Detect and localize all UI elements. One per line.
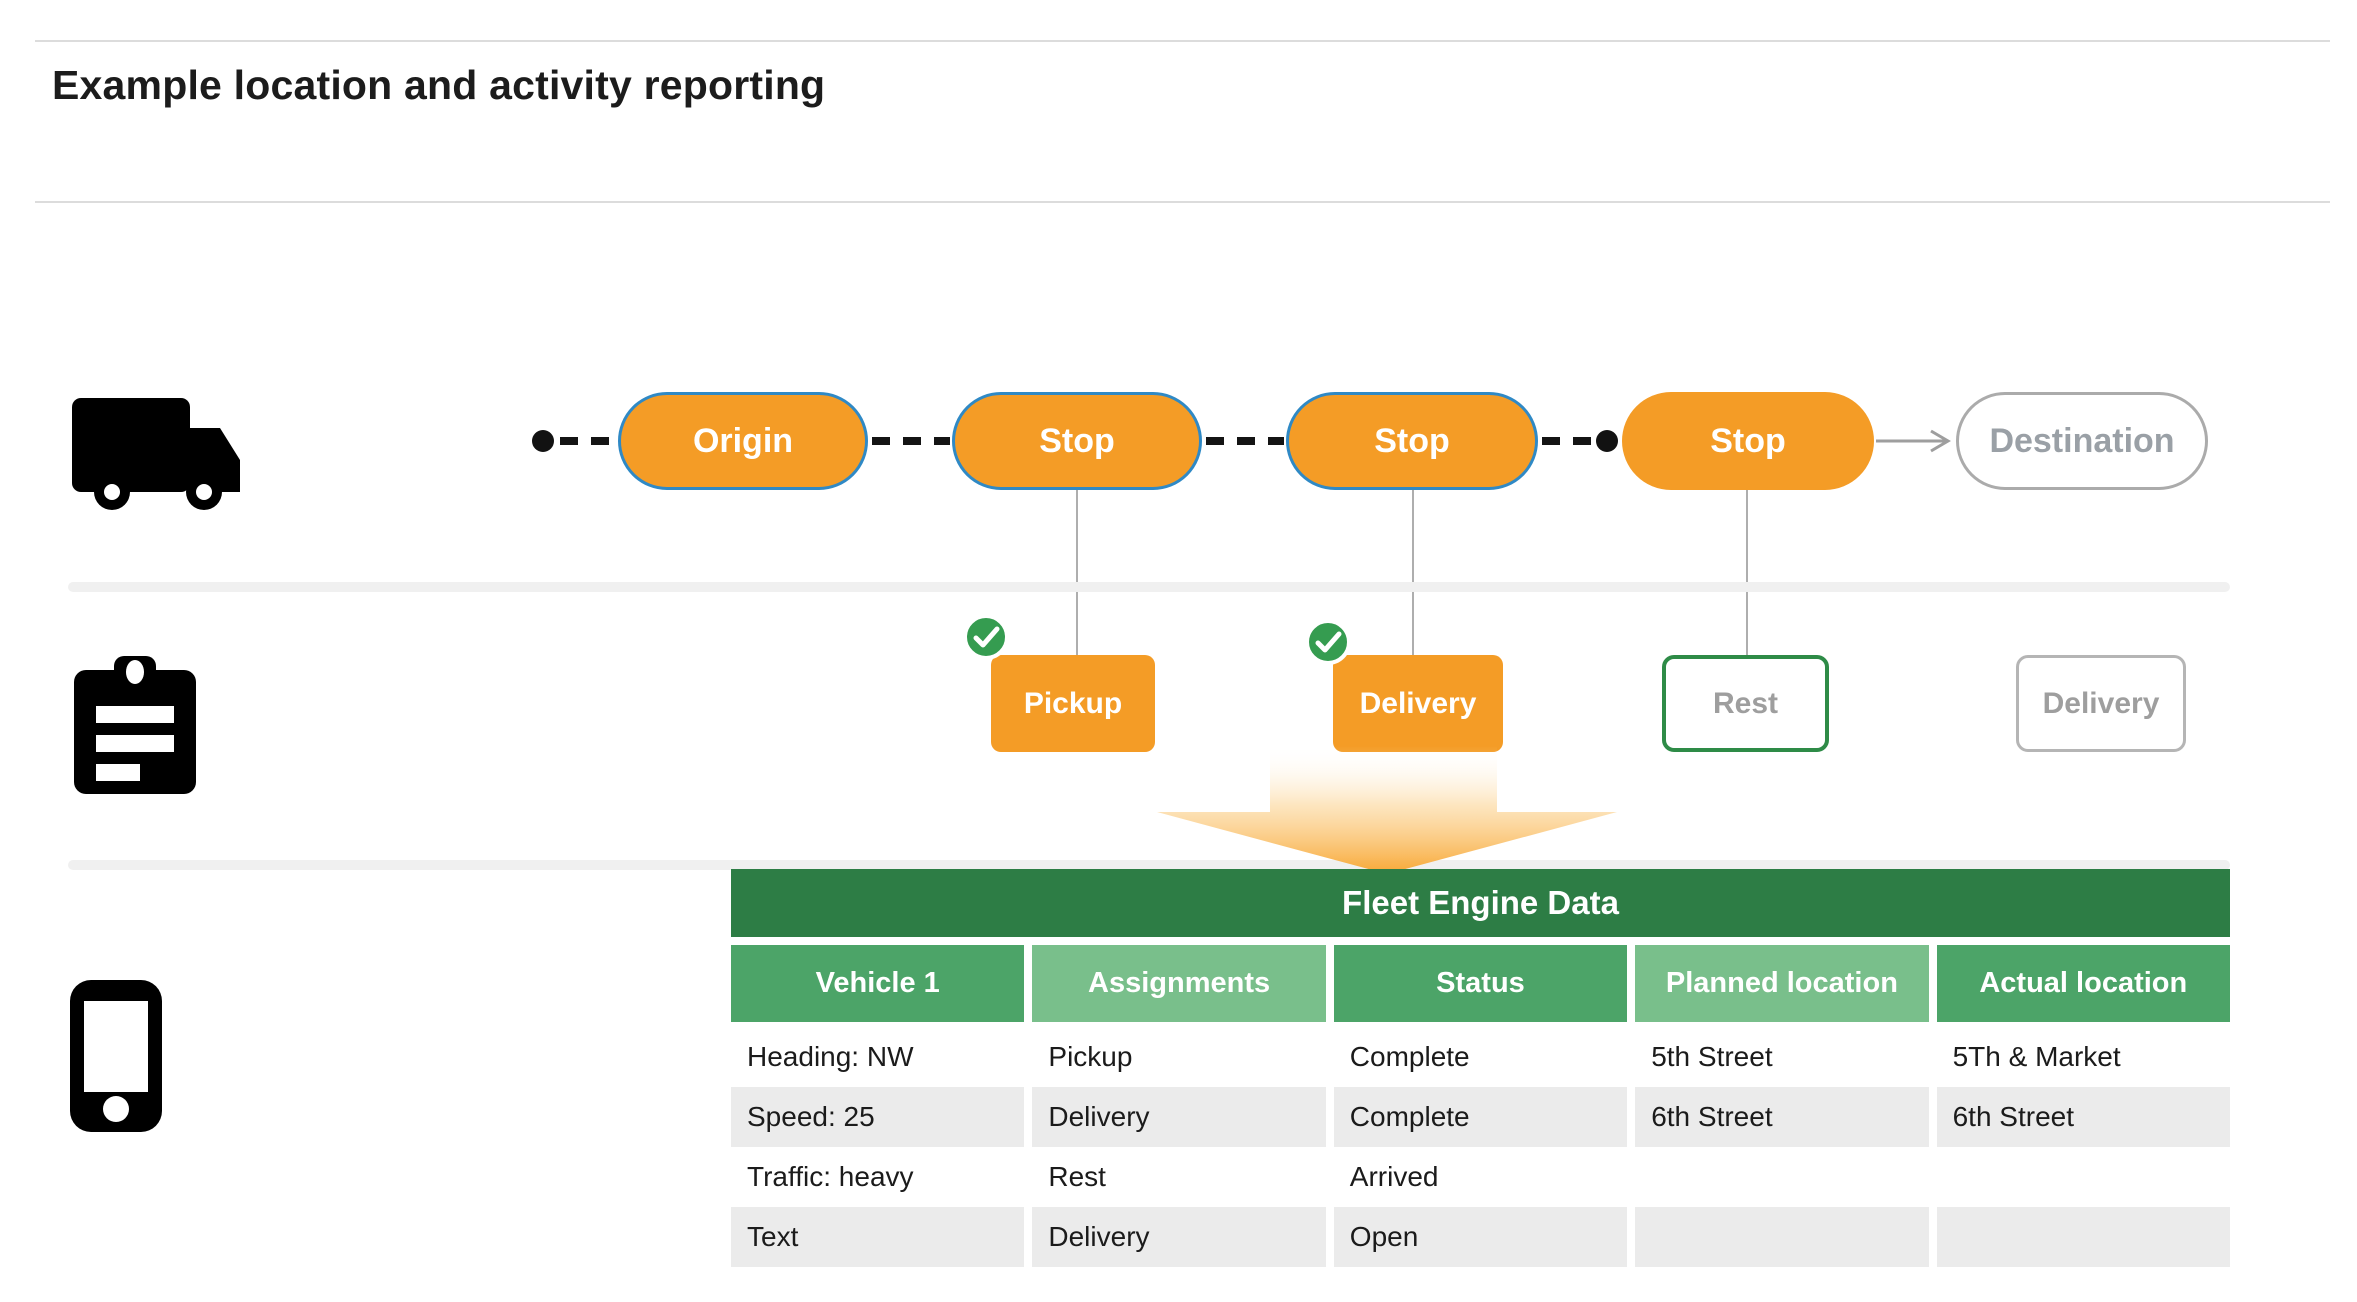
stop-pill-2: Stop xyxy=(1286,392,1538,490)
table-cell: Complete xyxy=(1333,1087,1628,1147)
connector-line xyxy=(1412,490,1414,655)
check-circle-icon xyxy=(1305,619,1351,665)
table-cell: Complete xyxy=(1349,1041,1470,1072)
table-cell: 5Th & Market xyxy=(1952,1041,2121,1072)
column-header-status: Status xyxy=(1333,945,1628,1022)
delivery-label: Delivery xyxy=(1359,686,1477,720)
table-cell: Heading: NW xyxy=(747,1041,914,1072)
pickup-label: Pickup xyxy=(1023,686,1123,720)
delivery-box: Delivery xyxy=(1333,655,1503,752)
stop-label: Stop xyxy=(1374,421,1450,460)
destination-label: Destination xyxy=(1989,421,2175,460)
table-title: Fleet Engine Data xyxy=(1342,884,1619,921)
clipboard-icon xyxy=(74,656,196,794)
top-rule xyxy=(35,40,2330,42)
table-cell: 6th Street xyxy=(1635,1087,1929,1147)
table-cell xyxy=(1635,1207,1929,1267)
route-dash-segment xyxy=(1542,437,1594,445)
stop-pill-3: Stop xyxy=(1622,392,1874,490)
future-delivery-box: Delivery xyxy=(2016,655,2186,752)
route-dash-segment xyxy=(1206,437,1284,445)
table-row: Traffic: heavy Rest Arrived xyxy=(731,1147,2230,1207)
stop-label: Stop xyxy=(1039,421,1115,460)
table-cell: 5th Street xyxy=(1651,1041,1773,1072)
column-header-actual-location: Actual location xyxy=(1936,945,2230,1022)
table-body: Heading: NW Pickup Complete 5th Street 5… xyxy=(731,1027,2230,1267)
check-circle-icon xyxy=(963,614,1009,660)
route-progress-dot xyxy=(1596,430,1618,452)
table-cell: Rest xyxy=(1048,1161,1106,1192)
stop-pill-1: Stop xyxy=(952,392,1202,490)
table-cell xyxy=(1936,1207,2230,1267)
table-cell: Speed: 25 xyxy=(731,1087,1025,1147)
table-header-row: Vehicle 1 Assignments Status Planned loc… xyxy=(731,945,2230,1022)
rest-label: Rest xyxy=(1712,686,1779,720)
table-row: Heading: NW Pickup Complete 5th Street 5… xyxy=(731,1027,2230,1087)
table-cell: Delivery xyxy=(1032,1207,1326,1267)
rest-box: Rest xyxy=(1662,655,1829,752)
route-dash-segment xyxy=(560,437,616,445)
table-title-bar: Fleet Engine Data xyxy=(731,869,2230,937)
column-header-planned-location: Planned location xyxy=(1635,945,1929,1022)
origin-pill: Origin xyxy=(618,392,868,490)
section-divider xyxy=(68,860,2230,870)
table-cell: 6th Street xyxy=(1936,1087,2230,1147)
column-header-vehicle: Vehicle 1 xyxy=(731,945,1025,1022)
truck-icon xyxy=(72,398,240,510)
table-cell: Text xyxy=(731,1207,1025,1267)
column-header-assignments: Assignments xyxy=(1032,945,1326,1022)
connector-line xyxy=(1746,490,1748,655)
table-cell: Open xyxy=(1333,1207,1628,1267)
origin-label: Origin xyxy=(692,421,794,460)
table-row: Speed: 25 Delivery Complete 6th Street 6… xyxy=(731,1087,2230,1147)
phone-icon xyxy=(70,980,162,1132)
future-delivery-label: Delivery xyxy=(2042,686,2160,720)
table-cell xyxy=(1635,1147,1928,1207)
stop-label: Stop xyxy=(1710,421,1786,460)
table-cell: Delivery xyxy=(1032,1087,1326,1147)
route-start-dot xyxy=(532,430,554,452)
connector-line xyxy=(1076,490,1078,655)
table-cell: Arrived xyxy=(1349,1161,1439,1192)
pickup-box: Pickup xyxy=(991,655,1155,752)
section-divider xyxy=(68,582,2230,592)
header-rule xyxy=(35,201,2330,203)
table-cell: Traffic: heavy xyxy=(747,1161,914,1192)
destination-pill: Destination xyxy=(1956,392,2208,490)
page-title: Example location and activity reporting xyxy=(52,62,826,108)
arrow-to-destination-icon xyxy=(1876,429,1951,453)
table-row: Text Delivery Open xyxy=(731,1207,2230,1267)
route-dash-segment xyxy=(872,437,950,445)
table-cell: Pickup xyxy=(1048,1041,1133,1072)
table-cell xyxy=(1937,1147,2230,1207)
down-arrow-icon xyxy=(1157,746,1617,874)
